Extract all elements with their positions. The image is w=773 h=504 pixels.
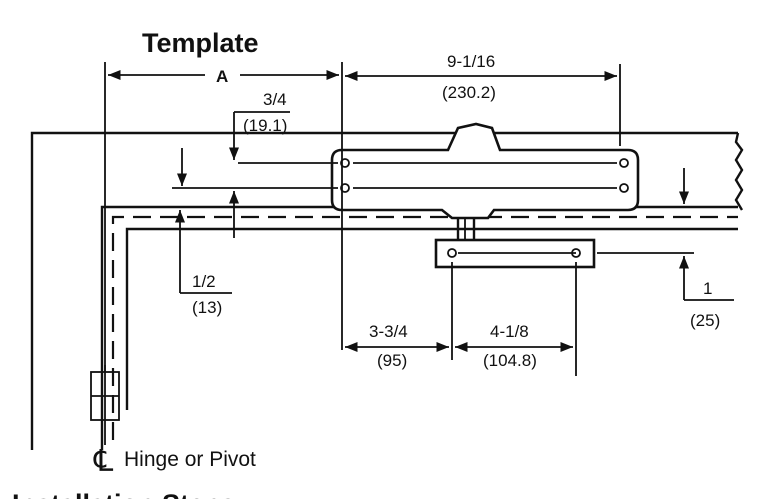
dim-holes-in: 4-1/8 — [490, 322, 529, 341]
screw-hole-icon — [619, 183, 629, 193]
dim-bracket-mm: (25) — [690, 311, 720, 330]
arm-link — [456, 218, 476, 240]
dim-bracket-offset: 1 (25) — [597, 168, 734, 330]
dim-top-in: 3/4 — [263, 90, 287, 109]
dim-door-offset: 1/2 (13) — [172, 148, 338, 317]
dim-width-in: 9-1/16 — [447, 52, 495, 71]
mounting-bracket — [434, 238, 596, 269]
dim-offset-mm: (95) — [377, 351, 407, 370]
closer-body — [330, 122, 640, 220]
door-hidden-line — [111, 215, 738, 440]
centerline-icon: ℄ — [93, 444, 114, 479]
dim-top-mm: (19.1) — [243, 116, 287, 135]
dim-offset-in: 3-3/4 — [369, 322, 408, 341]
screw-hole-icon — [340, 158, 350, 168]
hinge-label: Hinge or Pivot — [124, 448, 256, 471]
screw-hole-icon — [619, 158, 629, 168]
dim-a: A — [104, 62, 343, 372]
screw-hole-icon — [340, 183, 350, 193]
hinge-symbol — [90, 365, 120, 445]
dim-door-mm: (13) — [192, 298, 222, 317]
dim-top-offset: 3/4 (19.1) — [228, 90, 338, 164]
drawing-title: Template — [142, 28, 259, 58]
screw-hole-icon — [447, 248, 457, 258]
door-inner-line — [125, 227, 738, 410]
frame-outline — [30, 131, 738, 450]
dim-door-in: 1/2 — [192, 272, 216, 291]
dim-bracket-spacing: 3-3/4 (95) 4-1/8 (104.8) — [345, 262, 577, 376]
screw-hole-icon — [571, 248, 581, 258]
dim-a-label: A — [216, 67, 228, 86]
dim-holes-mm: (104.8) — [483, 351, 537, 370]
dim-width-mm: (230.2) — [442, 83, 496, 102]
dim-bracket-in: 1 — [703, 279, 712, 298]
door-outer-line — [100, 205, 738, 450]
break-line — [734, 132, 744, 211]
dim-overall-width: 9-1/16 (230.2) — [345, 52, 621, 146]
footer-heading: Installation Steps — [12, 489, 236, 499]
